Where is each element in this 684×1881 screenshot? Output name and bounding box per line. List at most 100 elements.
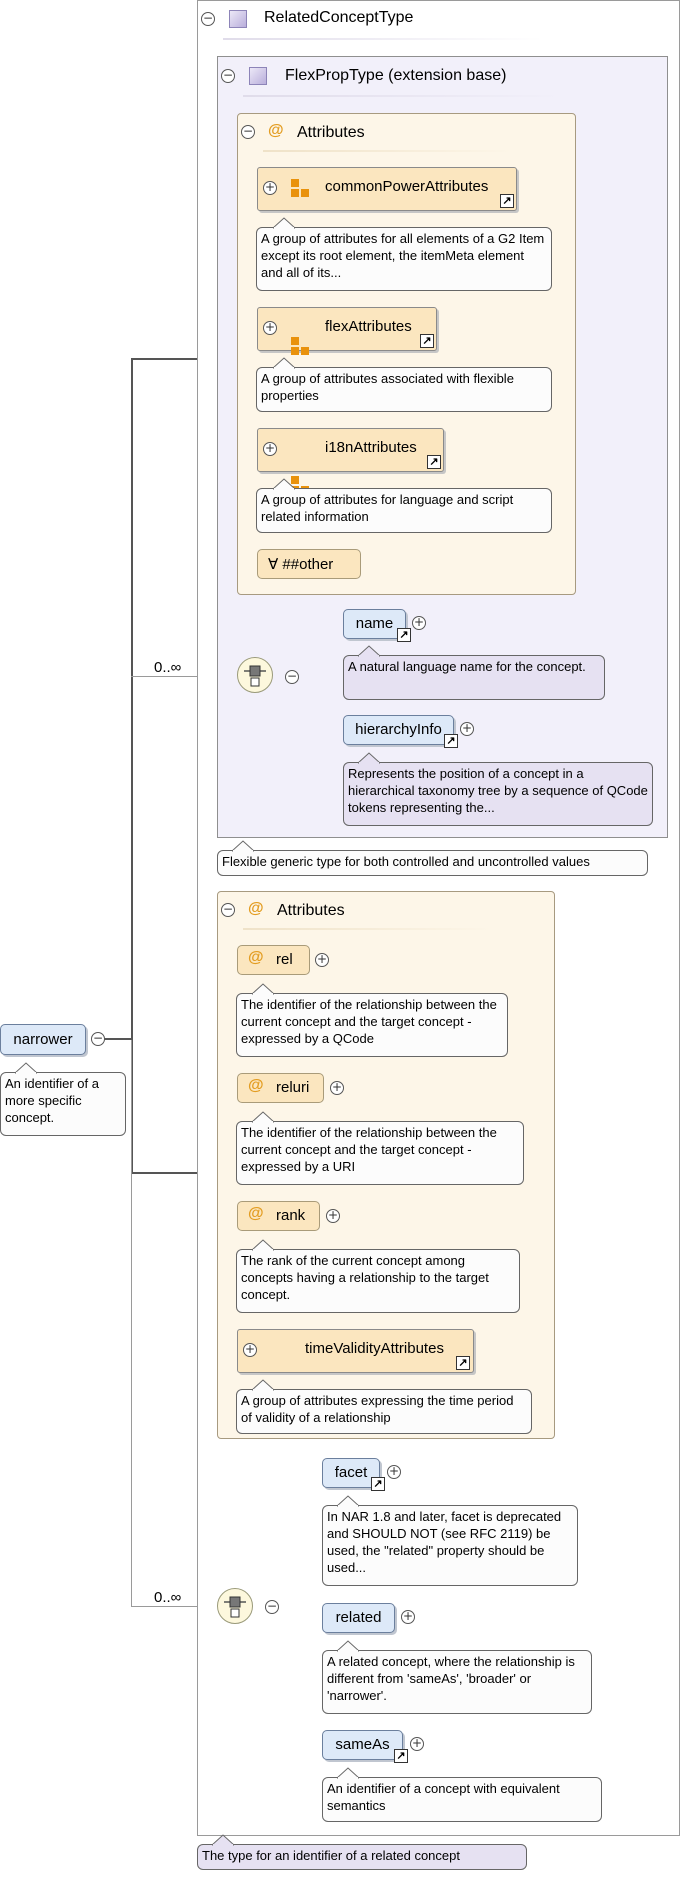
attribute-reluri[interactable] [237,1073,324,1103]
attribute-doc-text: The identifier of the relationship betwe… [241,997,497,1046]
root-type-doc-text: The type for an identifier of a related … [202,1848,460,1863]
doc-pointer [232,840,254,852]
element-label: sameAs [335,1736,390,1753]
element-hierarchy-info[interactable]: hierarchyInfo [343,715,454,745]
element-label: hierarchyInfo [355,721,442,738]
doc-pointer [252,1111,274,1123]
element-doc: Represents the position of a concept in … [343,762,653,826]
attribute-doc: The identifier of the relationship betwe… [236,1121,524,1185]
connector-line [131,1040,132,1606]
doc-pointer [212,1834,234,1846]
element-doc-text: An identifier of a more specific concept… [5,1076,99,1125]
title-underline [243,95,563,97]
doc-pointer [337,1767,359,1779]
attribute-doc: The identifier of the relationship betwe… [236,993,508,1057]
link-icon[interactable]: ↗ [456,1356,470,1370]
element-label: facet [334,1464,368,1481]
element-doc-text: In NAR 1.8 and later, facet is deprecate… [327,1509,562,1575]
element-doc-text: A related concept, where the relationshi… [327,1654,575,1703]
expand-icon[interactable]: + [401,1609,415,1624]
sequence-icon [224,1596,246,1618]
expand-icon[interactable]: + [410,1736,424,1751]
element-label: name [355,615,394,632]
attribute-icon: @ [248,1205,264,1222]
collapse-icon[interactable]: − [221,68,235,83]
group-doc: A group of attributes expressing the tim… [236,1389,532,1434]
collapse-icon[interactable]: − [221,902,235,917]
link-icon[interactable]: ↗ [500,194,514,208]
connector-line [131,676,237,677]
element-doc: A natural language name for the concept. [343,655,605,700]
attribute-icon: @ [248,900,264,917]
attributes-title: Attributes [277,902,345,919]
group-time-validity-attributes[interactable] [237,1329,474,1373]
element-name[interactable]: name [343,609,406,639]
group-common-power-attributes[interactable] [257,167,517,211]
doc-pointer [252,1379,274,1391]
group-doc: A group of attributes associated with fl… [256,367,552,412]
attribute-group-icon [291,179,309,197]
cardinality-label: 0..∞ [154,659,182,676]
doc-pointer [337,1495,359,1507]
doc-pointer [15,1062,37,1074]
attribute-label: reluri [276,1079,310,1096]
expand-icon[interactable]: + [412,615,426,630]
element-related[interactable]: related [322,1603,395,1633]
group-doc-text: A group of attributes for language and s… [261,492,514,524]
attribute-label: rel [276,951,293,968]
collapse-icon[interactable]: − [91,1031,105,1046]
link-icon[interactable]: ↗ [397,628,411,642]
element-label: related [335,1609,382,1626]
doc-pointer [358,752,380,764]
expand-icon[interactable]: + [263,180,277,195]
group-i18n-attributes[interactable] [257,428,444,472]
title-underline [223,38,543,40]
any-other-label: ∀ ##other [268,556,334,573]
expand-icon[interactable]: + [243,1342,257,1357]
element-facet[interactable]: facet [322,1458,380,1488]
doc-pointer [252,983,274,995]
cardinality-label: 0..∞ [154,1589,182,1606]
element-doc-text: A natural language name for the concept. [348,659,586,674]
expand-icon[interactable]: + [387,1464,401,1479]
any-other-attribute[interactable]: ∀ ##other [257,549,361,579]
attribute-icon: @ [248,949,264,966]
group-flex-attributes[interactable] [257,307,437,351]
doc-pointer [273,357,295,369]
doc-pointer [358,645,380,657]
connector-line [131,1172,217,1174]
attribute-rel[interactable] [237,945,310,975]
expand-icon[interactable]: + [263,441,277,456]
element-narrower[interactable]: narrower [0,1024,86,1055]
element-doc-text: An identifier of a concept with equivale… [327,1781,560,1813]
expand-icon[interactable]: + [330,1080,344,1095]
link-icon[interactable]: ↗ [427,455,441,469]
expand-icon[interactable]: + [326,1208,340,1223]
attribute-rank[interactable] [237,1201,320,1231]
collapse-icon[interactable]: − [241,124,255,139]
element-same-as[interactable]: sameAs [322,1730,403,1760]
attribute-label: rank [276,1207,306,1224]
group-doc-text: A group of attributes for all elements o… [261,231,545,280]
expand-icon[interactable]: + [460,721,474,736]
title-underline [243,928,493,930]
attribute-icon: @ [268,122,284,139]
element-doc: A related concept, where the relationshi… [322,1650,592,1714]
root-type-doc: The type for an identifier of a related … [197,1844,527,1870]
flex-type-title: FlexPropType (extension base) [285,67,507,84]
connector-line [131,1606,219,1607]
connector-line [131,358,237,360]
collapse-icon[interactable]: − [285,669,299,684]
element-doc: An identifier of a more specific concept… [0,1072,126,1136]
flex-type-doc-text: Flexible generic type for both controlle… [222,854,590,869]
group-label: commonPowerAttributes [325,178,489,195]
collapse-icon[interactable]: − [265,1599,279,1614]
expand-icon[interactable]: + [315,952,329,967]
link-icon[interactable]: ↗ [420,334,434,348]
link-icon[interactable]: ↗ [444,734,458,748]
collapse-icon[interactable]: − [201,11,215,26]
link-icon[interactable]: ↗ [371,1477,385,1491]
expand-icon[interactable]: + [263,320,277,335]
doc-pointer [273,478,295,490]
link-icon[interactable]: ↗ [394,1749,408,1763]
